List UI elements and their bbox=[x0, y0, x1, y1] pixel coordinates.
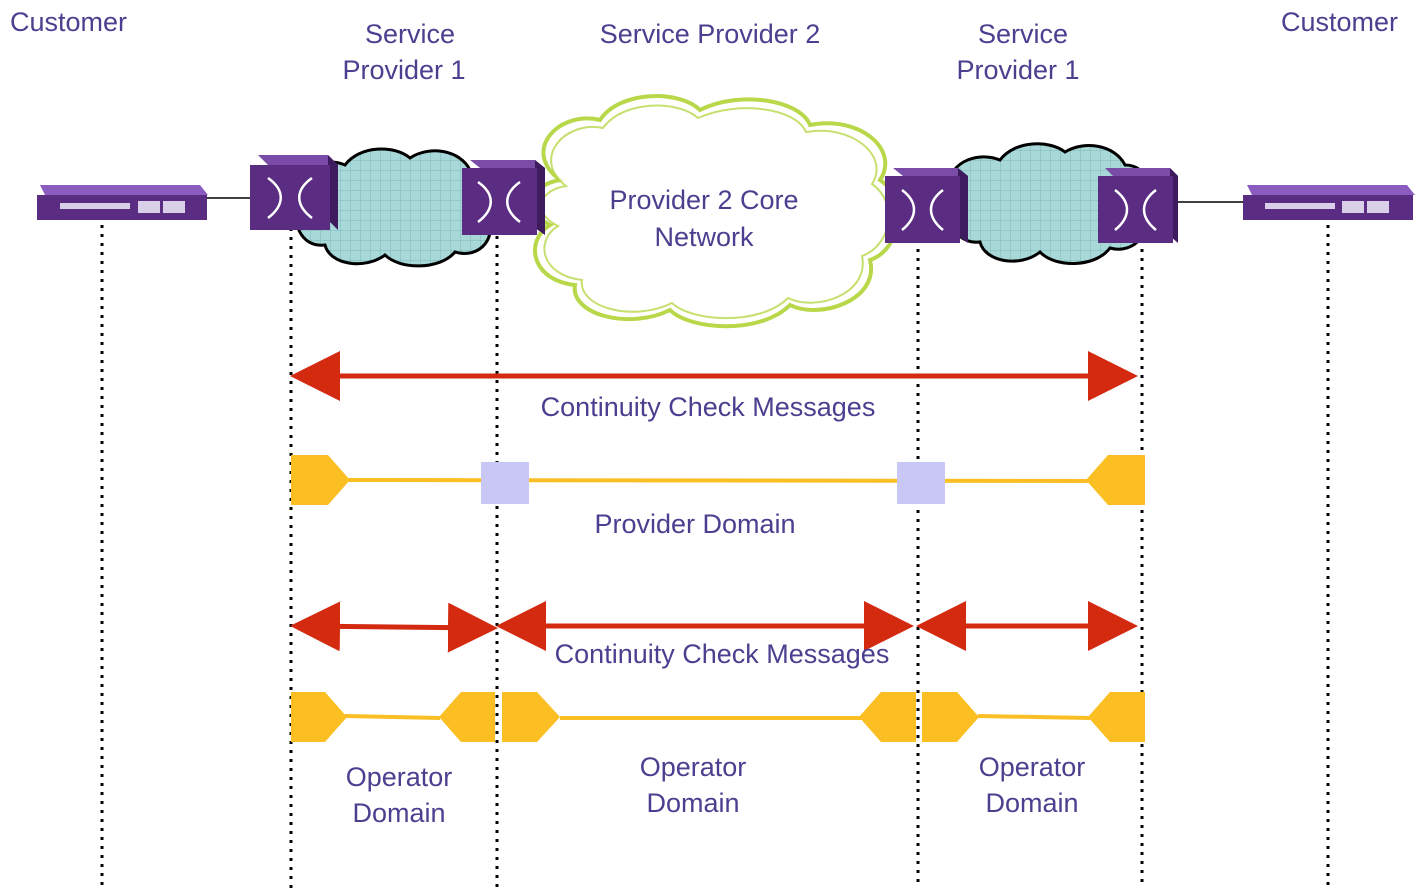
switch-sp1-left-border-icon bbox=[462, 160, 545, 235]
mep-left-provider bbox=[291, 455, 350, 505]
switch-sp1-right-border-icon bbox=[885, 168, 968, 243]
customer-switch-right-icon bbox=[1243, 185, 1415, 220]
label-customer-left: Customer bbox=[10, 7, 128, 37]
mep-op3-right bbox=[1088, 692, 1145, 742]
mep-right-provider bbox=[1086, 455, 1145, 505]
provider-domain-row bbox=[291, 455, 1145, 505]
mep-op2-right bbox=[859, 692, 916, 742]
mep-op1-left bbox=[291, 692, 347, 742]
label-core-line1: Provider 2 Core bbox=[609, 185, 799, 215]
timeline-lines bbox=[100, 225, 1330, 888]
label-ccm-top: Continuity Check Messages bbox=[540, 392, 876, 422]
operator-domain-row bbox=[291, 692, 1145, 742]
label-operator2-line2: Domain bbox=[646, 788, 740, 818]
label-operator1-line1: Operator bbox=[345, 762, 453, 792]
mep-op1-right bbox=[439, 692, 495, 742]
mip-left-provider bbox=[481, 462, 529, 504]
mep-op3-left bbox=[922, 692, 979, 742]
provider-domain-line bbox=[339, 478, 1096, 483]
label-sp1-right-line1: Service bbox=[977, 19, 1069, 49]
label-sp2: Service Provider 2 bbox=[599, 19, 821, 49]
switch-sp1-right-edge-icon bbox=[1098, 168, 1178, 243]
core-network-cloud bbox=[529, 94, 900, 329]
label-ccm-bottom: Continuity Check Messages bbox=[554, 639, 890, 669]
label-operator1-line2: Domain bbox=[352, 798, 446, 828]
label-sp1-right-line2: Provider 1 bbox=[956, 55, 1080, 85]
ccm-arrow-operator-1 bbox=[290, 601, 498, 653]
label-sp1-left-line1: Service bbox=[364, 19, 456, 49]
label-provider-domain: Provider Domain bbox=[594, 509, 796, 539]
customer-switch-left-icon bbox=[37, 185, 208, 220]
switch-sp1-left-edge-icon bbox=[250, 155, 338, 230]
mep-op2-left bbox=[502, 692, 560, 742]
label-customer-right: Customer bbox=[1281, 7, 1399, 37]
label-operator2-line1: Operator bbox=[639, 752, 747, 782]
label-operator3-line1: Operator bbox=[978, 752, 1086, 782]
label-operator3-line2: Domain bbox=[985, 788, 1079, 818]
mip-right-provider bbox=[897, 462, 945, 504]
label-core-line2: Network bbox=[654, 222, 754, 252]
label-sp1-left-line2: Provider 1 bbox=[342, 55, 466, 85]
